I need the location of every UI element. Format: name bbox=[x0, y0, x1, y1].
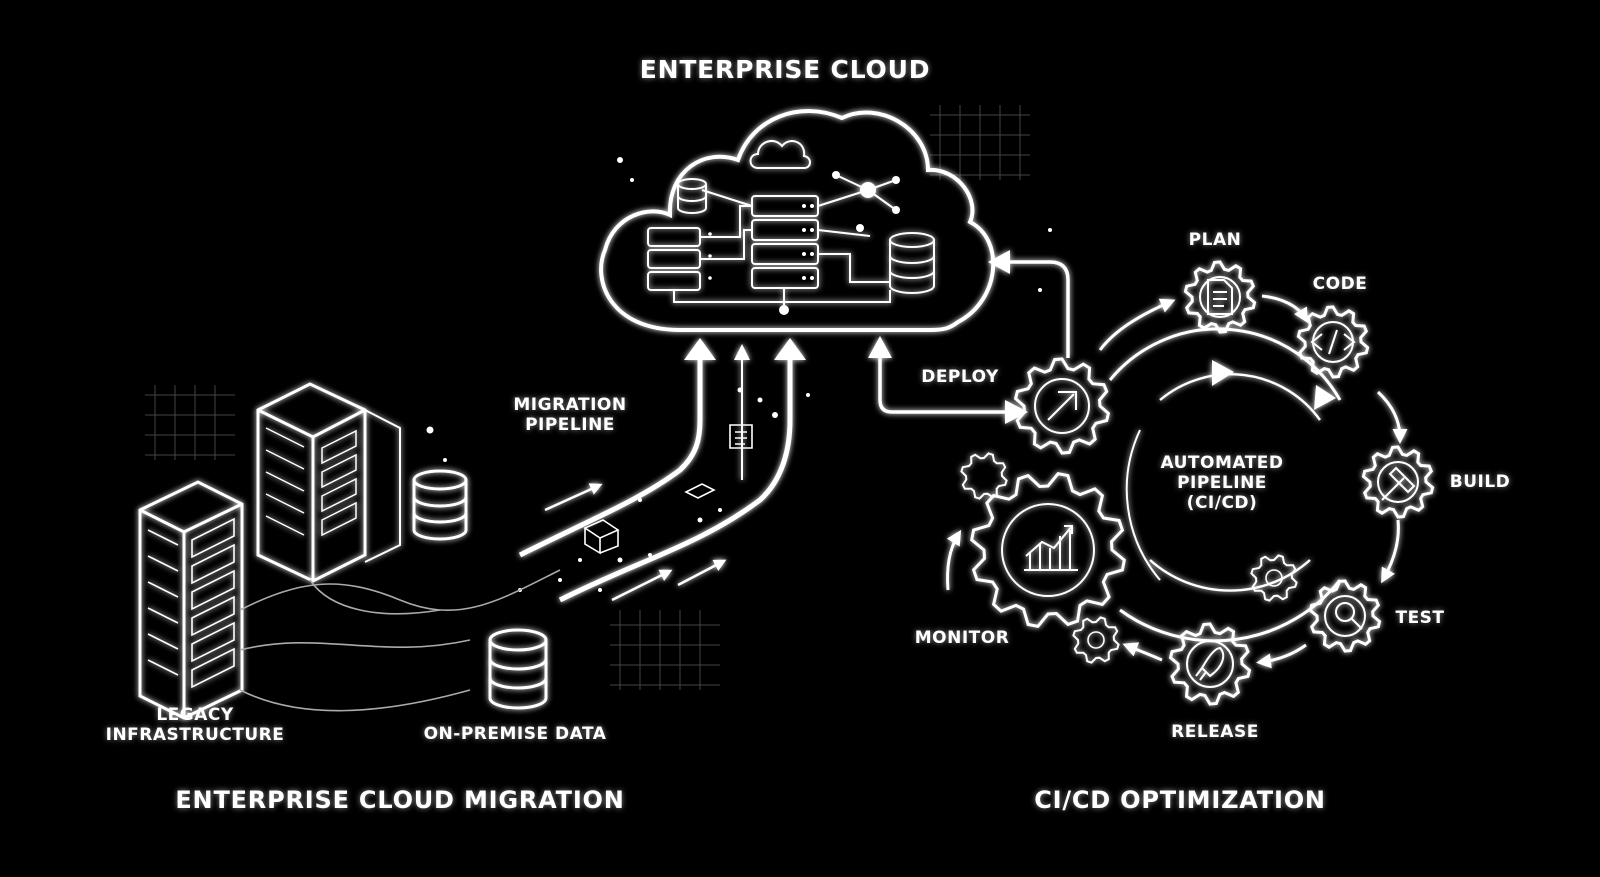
stage-test-label: TEST bbox=[1395, 608, 1445, 628]
stage-plan-label: PLAN bbox=[1188, 230, 1242, 250]
small-gear-bottom bbox=[1072, 616, 1120, 664]
hammer-icon bbox=[1381, 466, 1416, 501]
ring-arrowheads bbox=[1212, 360, 1336, 410]
release-gear bbox=[1168, 622, 1252, 706]
on-premise-data-label: ON-PREMISE DATA bbox=[423, 724, 607, 744]
chart-icon bbox=[1024, 525, 1078, 571]
pipeline-packets bbox=[583, 424, 753, 555]
stage-build-label: BUILD bbox=[1449, 472, 1511, 492]
migration-arrowheads bbox=[684, 338, 806, 360]
enterprise-cloud-title: ENTERPRISE CLOUD bbox=[639, 55, 931, 84]
cycle-arrows bbox=[946, 294, 1408, 669]
deploy-gear-hub bbox=[1034, 378, 1090, 434]
monitor-gear-hub bbox=[1001, 503, 1095, 597]
deploy-arrow-icon bbox=[1047, 391, 1077, 421]
automated-line-3: (CI/CD) bbox=[1186, 493, 1258, 514]
monitor-gear bbox=[970, 472, 1126, 628]
grid-decoration bbox=[145, 105, 1030, 690]
legacy-server-rack-back bbox=[256, 382, 401, 583]
automated-line-2: PIPELINE bbox=[1177, 473, 1267, 494]
magnifier-icon bbox=[1335, 602, 1355, 622]
small-gear-ring-hub bbox=[1265, 569, 1283, 587]
migration-pipeline-lines bbox=[518, 360, 793, 603]
legacy-line-2: INFRASTRUCTURE bbox=[105, 725, 285, 746]
migration-pipeline-label: MIGRATION PIPELINE bbox=[500, 395, 640, 435]
on-premise-database-icon bbox=[488, 628, 548, 710]
legacy-line-1: LEGACY bbox=[156, 705, 234, 725]
code-gear bbox=[1296, 305, 1370, 379]
test-gear bbox=[1308, 579, 1382, 653]
small-gear-left bbox=[960, 452, 1008, 500]
build-gear-hub bbox=[1377, 461, 1419, 503]
enterprise-cloud-shape bbox=[599, 109, 996, 332]
automated-pipeline-label: AUTOMATED PIPELINE (CI/CD) bbox=[1152, 453, 1292, 513]
section-title-cicd: CI/CD OPTIMIZATION bbox=[1034, 786, 1326, 814]
code-icon bbox=[1310, 329, 1356, 355]
stage-release-label: RELEASE bbox=[1171, 722, 1259, 742]
test-gear-hub bbox=[1324, 595, 1366, 637]
small-gear-bottom-hub bbox=[1087, 631, 1105, 649]
legacy-server-rack-front bbox=[138, 480, 244, 720]
deploy-gear bbox=[1013, 357, 1111, 455]
deploy-arrows bbox=[878, 260, 1070, 414]
plan-gear bbox=[1183, 260, 1257, 334]
section-title-migration: ENTERPRISE CLOUD MIGRATION bbox=[175, 786, 625, 814]
pipeline-dots bbox=[426, 387, 810, 592]
cloud-dots bbox=[617, 157, 1052, 315]
migration-pipeline-line-1: MIGRATION bbox=[513, 395, 627, 415]
cloud-internals bbox=[647, 139, 935, 310]
legacy-infrastructure-label: LEGACY INFRASTRUCTURE bbox=[95, 705, 295, 745]
monitor-label: MONITOR bbox=[914, 628, 1010, 648]
migration-pipeline-line-2: PIPELINE bbox=[525, 415, 615, 436]
legacy-database-icon bbox=[412, 469, 468, 541]
legacy-connectors bbox=[239, 569, 561, 712]
rocket-icon bbox=[1195, 646, 1225, 681]
gear-group bbox=[960, 260, 1435, 706]
small-gear-ring bbox=[1250, 554, 1298, 602]
release-gear-hub bbox=[1186, 640, 1234, 688]
data-flow-arrows bbox=[544, 483, 727, 602]
stage-code-label: CODE bbox=[1312, 274, 1368, 294]
automated-line-1: AUTOMATED bbox=[1160, 453, 1284, 473]
deploy-label: DEPLOY bbox=[921, 367, 999, 387]
stage-icons bbox=[1024, 279, 1416, 681]
deploy-arrowheads bbox=[868, 250, 1028, 424]
plan-gear-hub bbox=[1199, 276, 1241, 318]
document-icon bbox=[1207, 279, 1233, 315]
build-gear bbox=[1361, 445, 1435, 519]
